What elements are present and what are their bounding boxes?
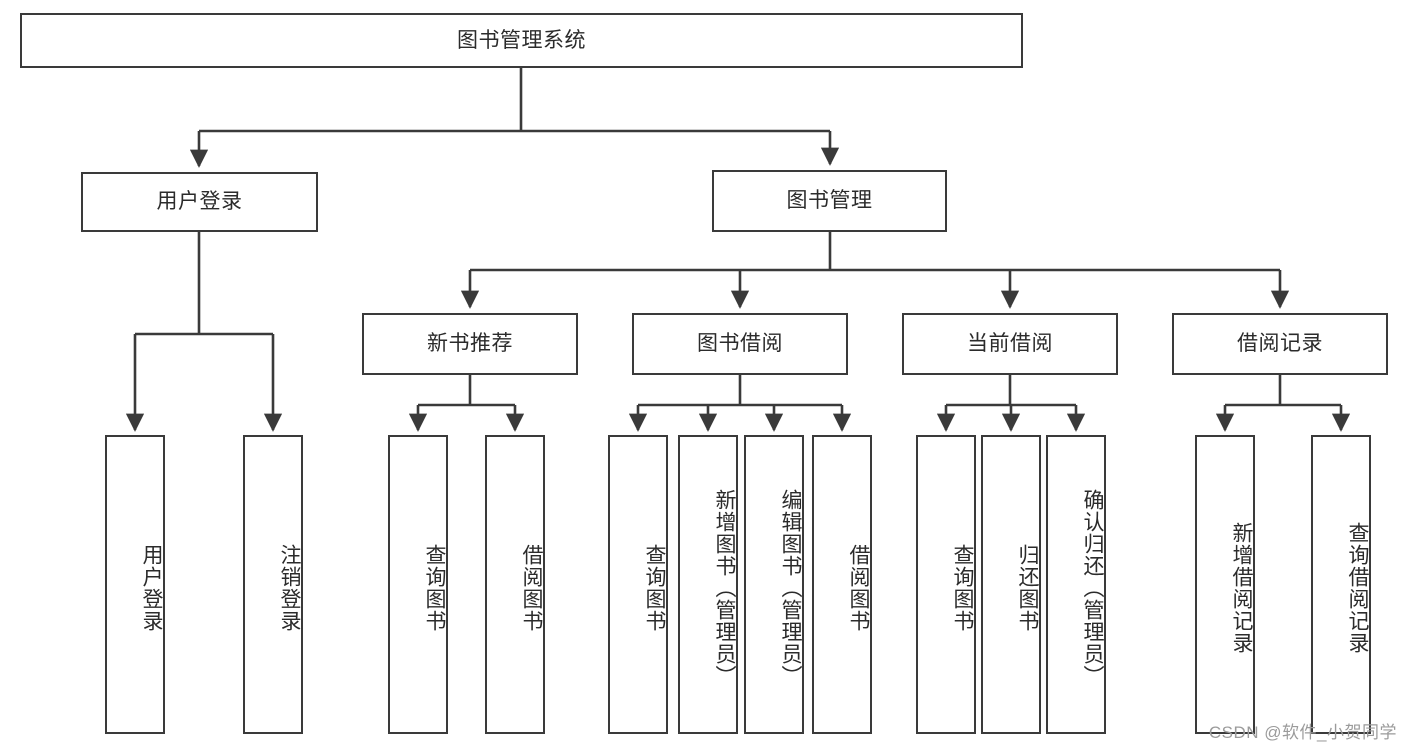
leaf-add-book-label: 新增图书（管理员） [713,488,736,687]
leaf-query-book-2[interactable]: 查询图书 [608,435,668,734]
node-borrow-record[interactable]: 借阅记录 [1172,313,1388,375]
leaf-logout-login[interactable]: 注销登录 [243,435,303,734]
leaf-user-login[interactable]: 用户登录 [105,435,165,734]
leaf-edit-book[interactable]: 编辑图书（管理员） [744,435,804,734]
leaf-add-record[interactable]: 新增借阅记录 [1195,435,1255,734]
leaf-query-book-1-label: 查询图书 [423,543,446,632]
leaf-add-record-label: 新增借阅记录 [1230,521,1253,654]
leaf-return-book-label: 归还图书 [1016,543,1039,632]
node-root-label: 图书管理系统 [457,28,586,52]
leaf-borrow-book-1[interactable]: 借阅图书 [485,435,545,734]
node-root[interactable]: 图书管理系统 [20,13,1023,68]
leaf-logout-login-label: 注销登录 [278,543,301,632]
leaf-query-book-1[interactable]: 查询图书 [388,435,448,734]
node-current-borrow-label: 当前借阅 [967,332,1053,356]
leaf-confirm-return[interactable]: 确认归还（管理员） [1046,435,1106,734]
leaf-query-book-2-label: 查询图书 [643,543,666,632]
leaf-confirm-return-label: 确认归还（管理员） [1081,488,1104,687]
leaf-return-book[interactable]: 归还图书 [981,435,1041,734]
node-book-borrow[interactable]: 图书借阅 [632,313,848,375]
leaf-query-record-label: 查询借阅记录 [1346,521,1369,654]
leaf-user-login-label: 用户登录 [140,543,163,632]
node-current-borrow[interactable]: 当前借阅 [902,313,1118,375]
leaf-add-book[interactable]: 新增图书（管理员） [678,435,738,734]
node-new-book-recommend[interactable]: 新书推荐 [362,313,578,375]
node-new-book-recommend-label: 新书推荐 [427,332,513,356]
node-user-login[interactable]: 用户登录 [81,172,318,232]
leaf-query-book-3-label: 查询图书 [951,543,974,632]
leaf-query-book-3[interactable]: 查询图书 [916,435,976,734]
leaf-borrow-book-1-label: 借阅图书 [520,543,543,632]
node-borrow-record-label: 借阅记录 [1237,332,1323,356]
leaf-borrow-book-2-label: 借阅图书 [847,543,870,632]
node-book-manage[interactable]: 图书管理 [712,170,947,232]
node-book-borrow-label: 图书借阅 [697,332,783,356]
node-book-manage-label: 图书管理 [786,189,873,213]
leaf-query-record[interactable]: 查询借阅记录 [1311,435,1371,734]
watermark: CSDN @软件_小贺同学 [1208,723,1397,742]
node-user-login-label: 用户登录 [156,190,243,214]
leaf-borrow-book-2[interactable]: 借阅图书 [812,435,872,734]
leaf-edit-book-label: 编辑图书（管理员） [779,488,802,687]
